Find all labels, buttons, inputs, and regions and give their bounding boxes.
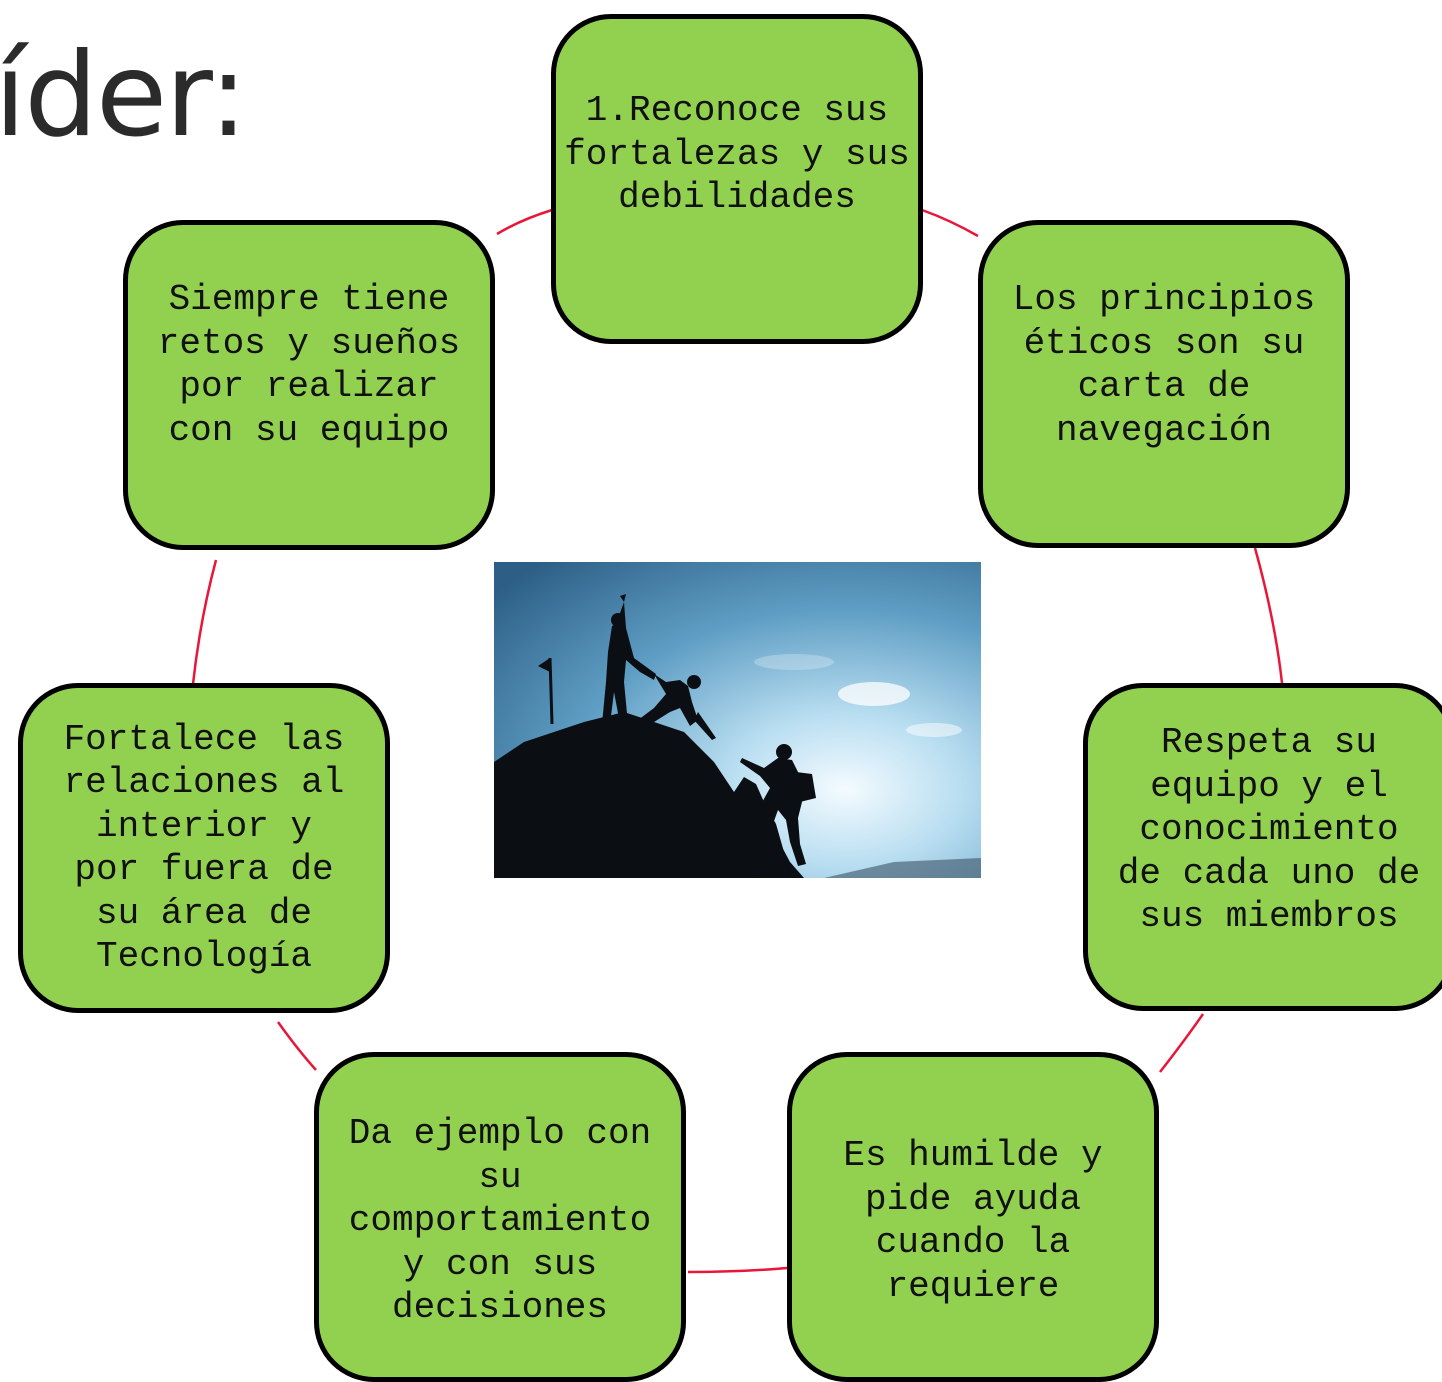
cycle-node-relations: Fortalece las relaciones al interior y p… bbox=[18, 683, 390, 1013]
node-text: Es humilde y pide ayuda cuando la requie… bbox=[843, 1135, 1103, 1307]
climbers-image bbox=[494, 562, 981, 878]
connector-3-4 bbox=[1159, 1013, 1205, 1073]
cycle-node-dreams: Siempre tiene retos y sueños por realiza… bbox=[123, 220, 495, 550]
connector-6-7 bbox=[191, 559, 218, 685]
cycle-node-humble: Es humilde y pide ayuda cuando la requie… bbox=[787, 1052, 1159, 1382]
node-text: Da ejemplo con su comportamiento y con s… bbox=[348, 1113, 652, 1328]
mountain-climbers-silhouette-icon bbox=[494, 562, 981, 878]
connector-1-2 bbox=[921, 208, 979, 238]
node-text: Fortalece las relaciones al interior y p… bbox=[63, 718, 345, 978]
node-text: Siempre tiene retos y sueños por realiza… bbox=[157, 279, 461, 451]
node-text: Respeta su equipo y el conocimiento de c… bbox=[1117, 722, 1421, 937]
connector-7-1 bbox=[496, 208, 553, 236]
cycle-node-ethics: Los principios éticos son su carta de na… bbox=[978, 220, 1350, 548]
connector-5-6 bbox=[276, 1021, 317, 1071]
cycle-node-respect: Respeta su equipo y el conocimiento de c… bbox=[1083, 683, 1442, 1011]
node-text: 1.Reconoce sus fortalezas y sus debilida… bbox=[564, 90, 910, 218]
node-text: Los principios éticos son su carta de na… bbox=[1012, 279, 1316, 451]
cycle-node-example: Da ejemplo con su comportamiento y con s… bbox=[314, 1052, 686, 1382]
cycle-node-strengths: 1.Reconoce sus fortalezas y sus debilida… bbox=[551, 14, 923, 344]
slide-title: íder: bbox=[0, 28, 248, 163]
connector-2-3 bbox=[1253, 547, 1284, 684]
connector-4-5 bbox=[687, 1266, 788, 1274]
